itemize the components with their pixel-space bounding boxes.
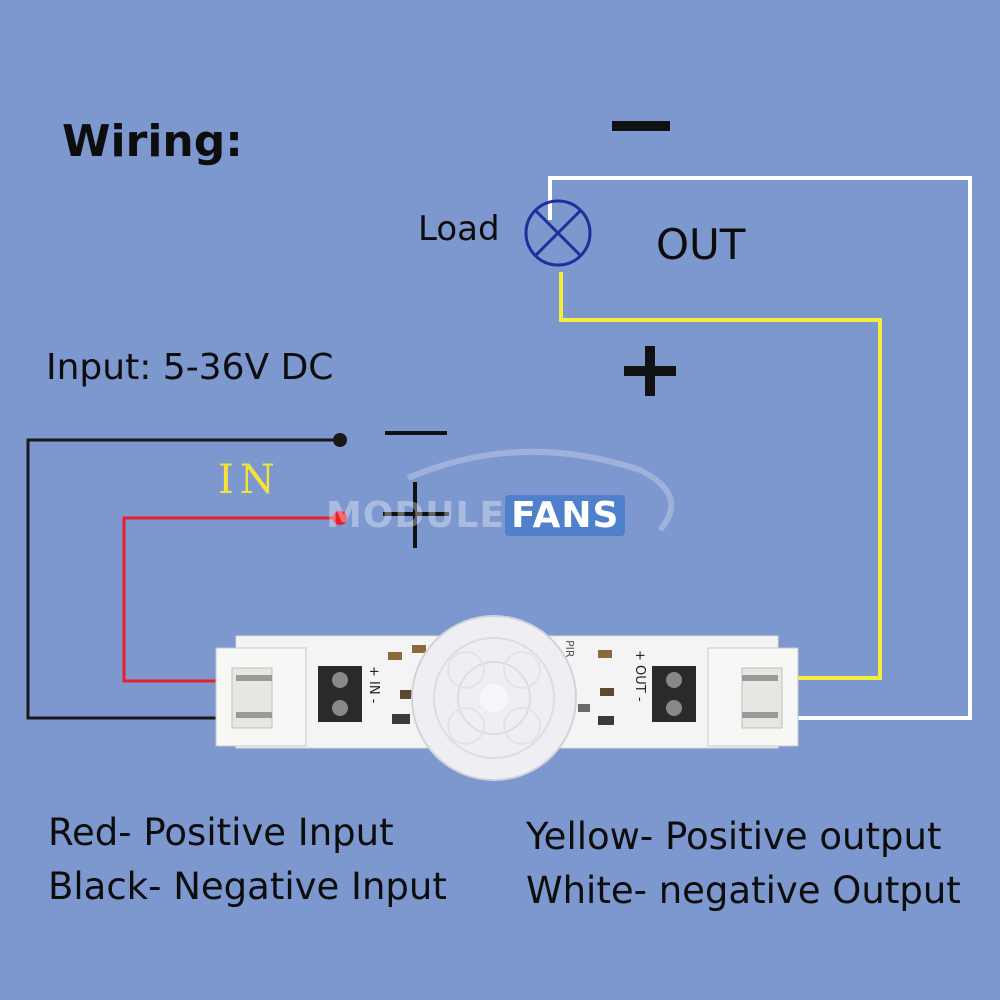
positive-input-terminal xyxy=(333,511,347,525)
pir-lens-dome xyxy=(411,615,577,781)
black-input-wire xyxy=(26,438,338,720)
legend-red: Red- Positive Input xyxy=(48,811,394,854)
input-voltage-label: Input: 5-36V DC xyxy=(46,347,334,388)
negative-input-terminal xyxy=(333,433,347,447)
watermark-part1: MODULE xyxy=(326,495,506,536)
pir-sensor-module: + IN - + OUT - PIR xyxy=(215,615,799,781)
output-plus-symbol xyxy=(624,346,676,396)
diagram-title: Wiring: xyxy=(62,116,243,167)
watermark-swoosh xyxy=(406,448,675,532)
out-label: OUT xyxy=(656,220,746,269)
output-minus-symbol xyxy=(612,121,670,131)
load-lamp-icon xyxy=(524,199,592,267)
red-input-wire xyxy=(122,516,338,683)
load-label: Load xyxy=(418,209,500,249)
board-out-marks: + OUT - xyxy=(632,650,647,702)
legend-yellow: Yellow- Positive output xyxy=(526,815,942,858)
board-pir-mark: PIR xyxy=(563,640,576,658)
input-plus-symbol xyxy=(383,482,449,548)
white-output-wire xyxy=(548,176,972,720)
yellow-output-wire xyxy=(559,272,882,680)
board-in-marks: + IN - xyxy=(366,666,381,704)
legend-white: White- negative Output xyxy=(526,869,961,912)
legend-black: Black- Negative Input xyxy=(48,865,447,908)
input-minus-symbol xyxy=(385,431,447,435)
in-label: IN xyxy=(218,457,281,503)
watermark-part2: FANS xyxy=(505,495,626,536)
